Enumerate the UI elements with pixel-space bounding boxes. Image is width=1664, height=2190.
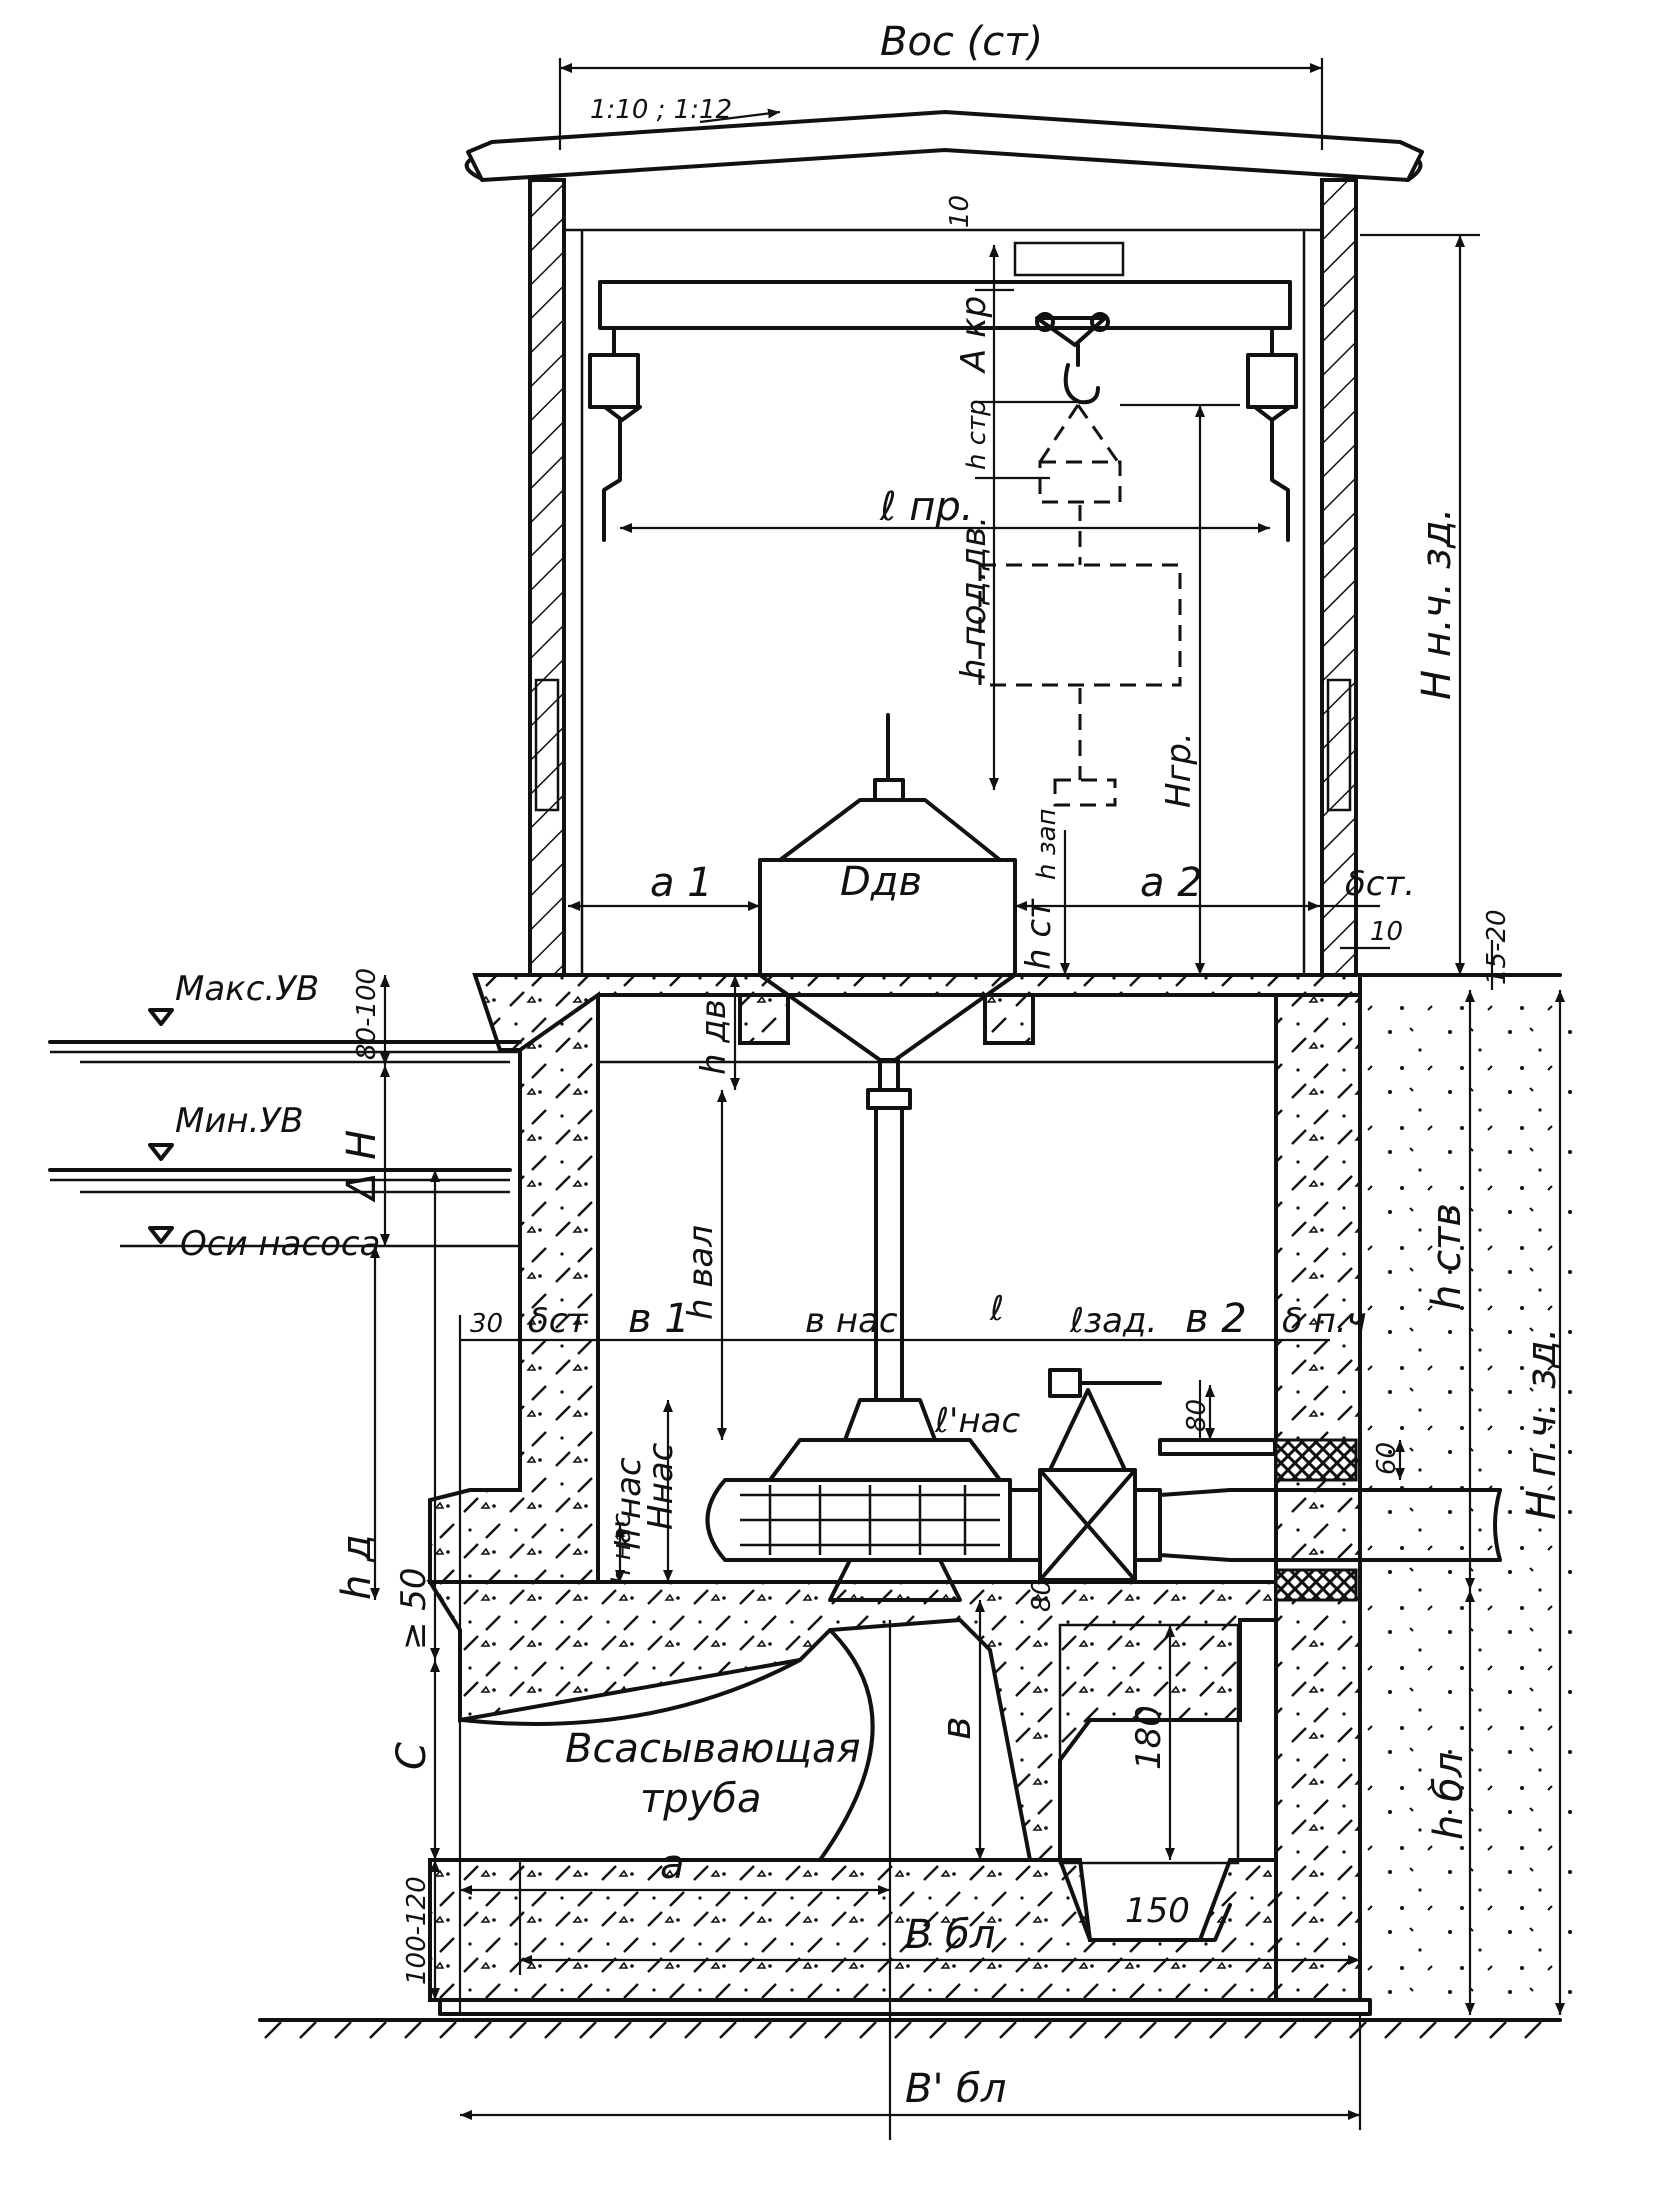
label-ten-right: 10 — [1370, 917, 1403, 947]
label-h-st: h ст — [1019, 898, 1059, 970]
label-l-zad: ℓзад. — [1069, 1301, 1157, 1341]
label-delta-st-low: δст — [528, 1301, 588, 1341]
label-one-fifty: 150 — [1125, 1891, 1190, 1931]
label-max-uv: Макс.УВ — [175, 969, 319, 1009]
electric-motor — [758, 713, 1017, 977]
label-ten-top: 10 — [945, 195, 975, 228]
label-os-nasosa: Оси насоса — [180, 1224, 380, 1264]
label-eighty-a: 80 — [1182, 1399, 1212, 1432]
label-suction-1: Всасывающая — [565, 1726, 861, 1772]
label-a: a — [660, 1842, 685, 1888]
label-b-nas: в нас — [805, 1301, 898, 1341]
label-h-zap: h зап — [1032, 808, 1062, 880]
label-h-dv: h дв — [694, 999, 734, 1075]
label-b-bl: B бл — [905, 1912, 995, 1958]
label-delta-p-ch: δ п.ч — [1282, 1301, 1367, 1341]
label-min-uv: Мин.УВ — [175, 1101, 304, 1141]
pump-unit — [705, 1058, 1502, 1602]
label-eighty-b: 80 — [1027, 1579, 1057, 1612]
label-thirty: 30 — [470, 1309, 503, 1339]
label-slope: 1:10 ; 1:12 — [590, 95, 732, 125]
label-h-d: h д — [334, 1534, 380, 1600]
label-l-pr: ℓ пр. — [879, 484, 974, 530]
label-b-bl-prime: B' бл — [905, 2066, 1006, 2112]
label-h-nas: Hнас — [641, 1442, 681, 1530]
dimension-lines — [370, 58, 1565, 2140]
label-h-nas-small: h нас — [607, 1513, 637, 1585]
label-delta-st-top: δст. — [1345, 864, 1415, 904]
bridge-crane — [588, 241, 1298, 807]
label-80-100: 80-100 — [352, 968, 382, 1060]
label-a1: a 1 — [650, 860, 713, 906]
label-one-eighty: 180 — [1129, 1705, 1169, 1770]
label-b1: в 1 — [628, 1296, 690, 1342]
label-delta-h: Δ H — [339, 1130, 385, 1203]
label-h-val: h вал — [681, 1225, 721, 1320]
label-100-120: 100-120 — [402, 1876, 432, 1985]
label-b2: в 2 — [1185, 1296, 1247, 1342]
label-c: C — [389, 1742, 435, 1770]
upper-walls — [528, 178, 1358, 977]
label-l-small: ℓ — [989, 1289, 1004, 1329]
label-b-small: в — [934, 1716, 980, 1740]
label-suction-2: труба — [640, 1776, 762, 1822]
label-l-nas-prime: ℓ'нас — [934, 1401, 1020, 1441]
substructure — [426, 973, 1562, 2016]
label-h-bl: h бл — [1426, 1752, 1472, 1840]
label-b-os: Bос (ст) — [880, 19, 1043, 65]
label-15-20: 15-20 — [1482, 909, 1512, 985]
label-h-nas-prime: h'нас — [609, 1457, 649, 1550]
labels: Bос (ст) 1:10 ; 1:12 10 A кр h стр ℓ пр.… — [175, 19, 1565, 2112]
label-d-dv: Dдв — [840, 859, 922, 905]
roof — [464, 110, 1424, 182]
label-h-pod-dv: h под.дв. — [954, 516, 994, 680]
label-ge-50: ≥ 50 — [394, 1567, 434, 1650]
label-h-pch-zd: H п.ч. зд. — [1519, 1328, 1565, 1520]
label-a-kr: A кр — [954, 296, 994, 374]
label-h-nch-zd: H н.ч. зд. — [1414, 508, 1460, 700]
label-h-gr: Hгр. — [1159, 732, 1199, 808]
label-a2: a 2 — [1140, 860, 1203, 906]
label-h-stv: h ств — [1424, 1203, 1470, 1310]
label-h-str: h стр — [962, 399, 992, 470]
label-sixty: 60 — [1372, 1442, 1402, 1475]
